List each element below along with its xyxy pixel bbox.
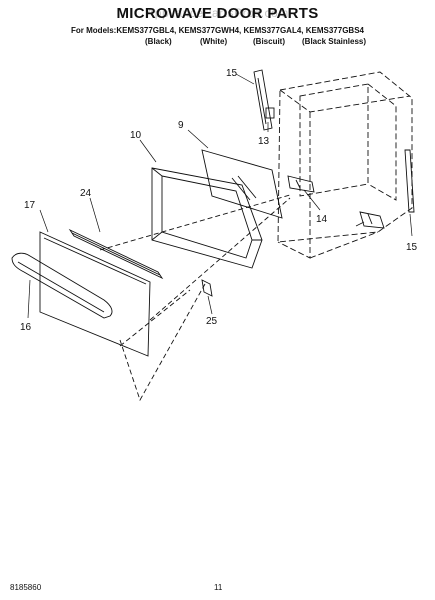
- callout-9: 9: [178, 120, 184, 131]
- clip-25: [201, 279, 213, 297]
- watermark: AppliancePartsPros.com: [146, 6, 289, 20]
- hinge-bar-upper: [253, 69, 273, 131]
- callout-16: 16: [20, 322, 32, 333]
- outer-door-panel: [39, 231, 151, 357]
- color-white: (White): [200, 37, 228, 46]
- callout-17: 17: [24, 200, 36, 211]
- hinge-14-upper: [287, 175, 315, 193]
- callout-10: 10: [130, 130, 142, 141]
- document-number: 8185860: [10, 583, 42, 592]
- callout-15-lower: 15: [406, 242, 418, 253]
- choke-strip: [68, 228, 164, 280]
- model-list: For Models:KEMS377GBL4, KEMS377GWH4, KEM…: [71, 26, 364, 35]
- hinge-14-lower: [359, 211, 385, 229]
- callout-13: 13: [258, 136, 270, 147]
- oven-cavity: [277, 71, 413, 259]
- callout-25: 25: [206, 316, 218, 327]
- callout-24: 24: [80, 188, 92, 199]
- glass-panel: [201, 149, 283, 219]
- door-handle: [11, 252, 113, 319]
- callout-15-upper: 15: [226, 68, 238, 79]
- alignment-lines: [99, 194, 291, 402]
- color-black-stainless: (Black Stainless): [302, 37, 367, 46]
- color-black: (Black): [145, 37, 172, 46]
- door-frame: [151, 167, 263, 269]
- bracket-13: [265, 107, 275, 119]
- page-number: 11: [214, 583, 223, 592]
- hinge-bar-right: [404, 149, 415, 213]
- callout-14: 14: [316, 214, 328, 225]
- color-biscuit: (Biscuit): [253, 37, 285, 46]
- diagram-title: MICROWAVE DOOR PARTS: [116, 5, 319, 22]
- leader-lines: [27, 73, 413, 319]
